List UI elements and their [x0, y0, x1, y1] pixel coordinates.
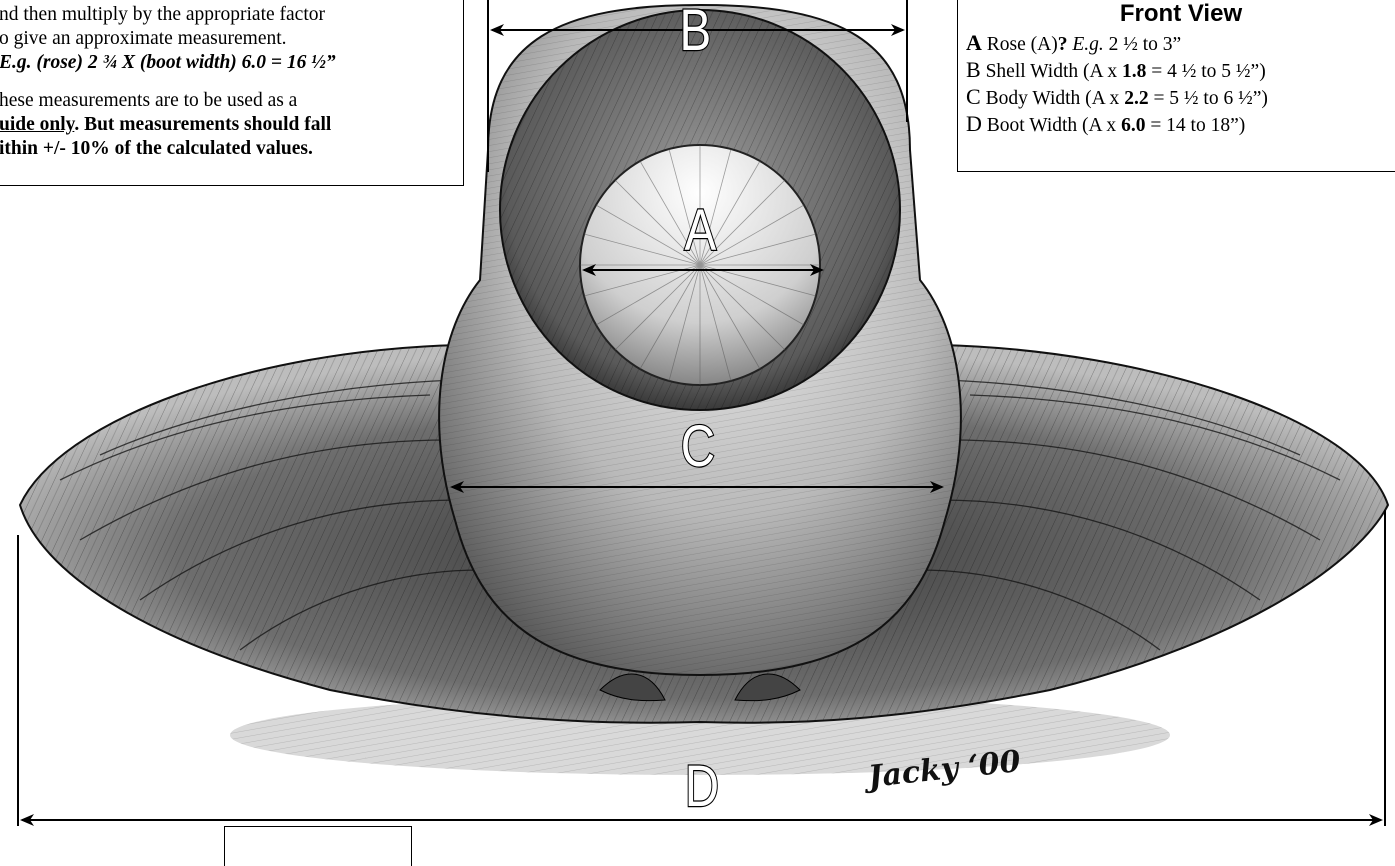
legend-letter-d: D	[966, 111, 982, 136]
note-caveat-3: ithin +/- 10% of the calculated values.	[0, 137, 453, 161]
note-caveat-rest: . But measurements should fall	[74, 114, 331, 135]
legend-row-c: C Body Width (A x 2.2 = 5 ½ to 6 ½”)	[966, 84, 1395, 111]
legend-row-b: B Shell Width (A x 1.8 = 4 ½ to 5 ½”)	[966, 57, 1395, 84]
label-d: D	[685, 758, 719, 816]
bottom-caption-box	[224, 826, 412, 866]
legend-range-b: = 4 ½ to 5 ½”)	[1146, 61, 1265, 82]
legend-label-d: Boot Width (A x	[987, 115, 1121, 136]
legend-factor-c: 2.2	[1124, 88, 1148, 109]
legend-label-c: Body Width (A x	[986, 88, 1125, 109]
legend-factor-b: 1.8	[1122, 61, 1146, 82]
note-example: E.g. (rose) 2 ¾ X (boot width) 6.0 = 16 …	[0, 51, 453, 75]
legend-row-a: A Rose (A)? E.g. 2 ½ to 3”	[966, 30, 1395, 57]
note-line-2: o give an approximate measurement.	[0, 27, 453, 51]
legend-letter-b: B	[966, 57, 981, 82]
legend-factor-d: 6.0	[1121, 115, 1145, 136]
legend-example-a: E.g.	[1072, 34, 1103, 55]
legend-label-b: Shell Width (A x	[986, 61, 1122, 82]
legend-mark-a: ?	[1058, 34, 1068, 55]
instructions-note: nd then multiply by the appropriate fact…	[0, 0, 464, 186]
legend-letter-c: C	[966, 84, 981, 109]
legend-range-a: 2 ½ to 3”	[1109, 34, 1182, 55]
front-view-legend: Front View A Rose (A)? E.g. 2 ½ to 3” B …	[957, 0, 1395, 172]
label-c: C	[681, 418, 715, 476]
note-line-1: nd then multiply by the appropriate fact…	[0, 3, 453, 27]
note-caveat-1: hese measurements are to be used as a	[0, 89, 453, 113]
legend-range-d: = 14 to 18”)	[1145, 115, 1245, 136]
legend-title: Front View	[966, 0, 1395, 29]
legend-letter-a: A	[966, 30, 982, 55]
note-caveat-underlined: uide only	[0, 114, 74, 135]
legend-label-a: Rose (A)	[987, 34, 1058, 55]
label-a: A	[684, 202, 716, 260]
legend-range-c: = 5 ½ to 6 ½”)	[1149, 88, 1268, 109]
label-b: B	[679, 2, 711, 60]
note-caveat-2: uide only. But measurements should fall	[0, 113, 453, 137]
legend-row-d: D Boot Width (A x 6.0 = 14 to 18”)	[966, 111, 1395, 138]
